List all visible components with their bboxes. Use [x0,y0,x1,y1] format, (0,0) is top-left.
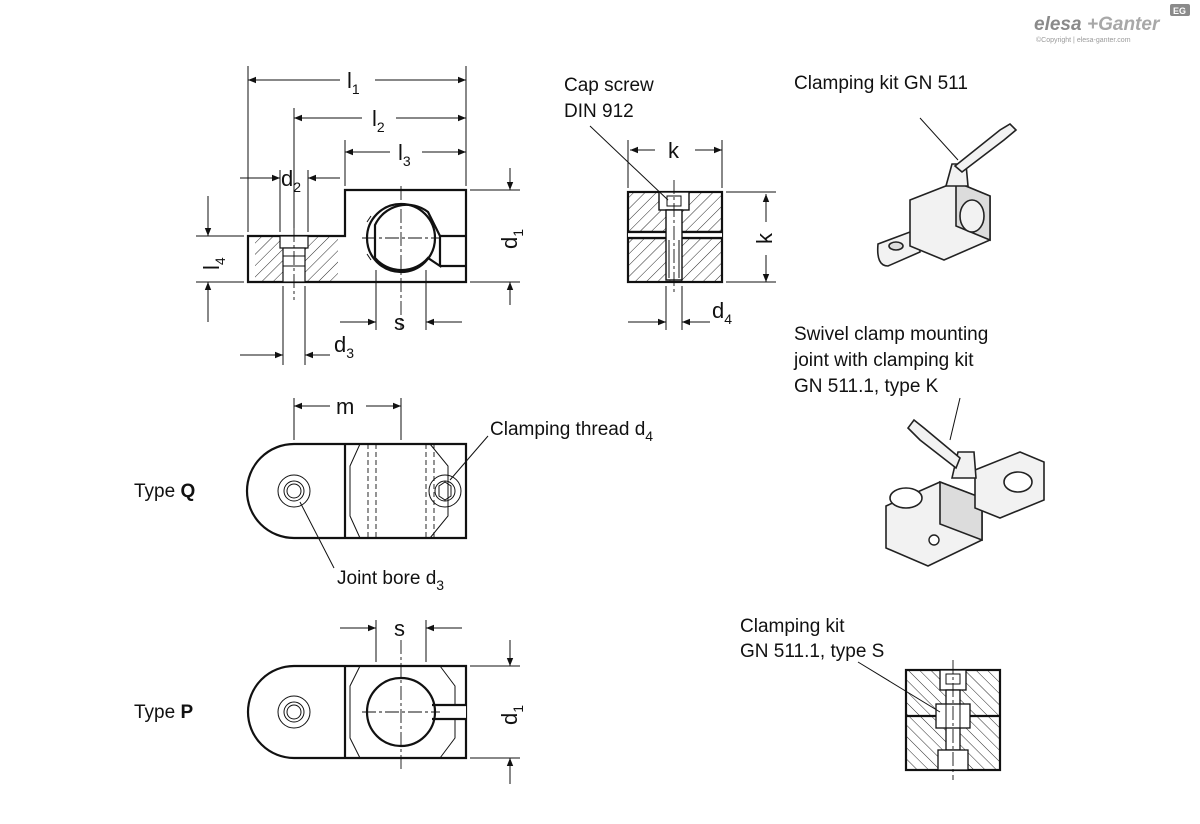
dimension-k-top: k [668,138,680,163]
svg-text:s: s [394,310,405,335]
callout-clamping-kit-gn511: Clamping kit GN 511 [794,73,968,94]
svg-text:Clamping kit GN 511: Clamping kit GN 511 [794,73,968,94]
dimension-l3: l3 [398,140,411,169]
svg-text:d4: d4 [712,298,732,327]
svg-text:Type Q: Type Q [134,481,195,502]
swivel-clamp-illustration [885,397,1045,567]
dimension-d1-front: d1 [497,229,526,249]
callout-cap-screw: Cap screw DIN 912 [564,75,654,122]
svg-text:l4: l4 [199,257,228,270]
svg-text:GN 511.1, type S: GN 511.1, type S [740,641,884,662]
svg-text:GN 511.1, type K: GN 511.1, type K [794,376,939,397]
svg-text:m: m [336,394,354,419]
type-p-view [246,620,520,784]
dimension-d1-type-p: d1 [497,705,526,725]
brand-name-ganter: +Ganter [1087,14,1161,35]
svg-text:l2: l2 [372,106,385,135]
svg-text:l1: l1 [347,68,360,97]
type-q-view [245,398,489,569]
svg-text:Swivel clamp mounting: Swivel clamp mounting [794,324,988,345]
svg-text:Cap screw: Cap screw [564,75,654,96]
brand-badge [1170,4,1190,16]
svg-text:d3: d3 [334,332,354,361]
dimension-l1: l1 [347,68,360,97]
svg-text:joint with clamping kit: joint with clamping kit [793,350,974,371]
dimension-d3: d3 [334,332,354,361]
side-section-view [589,125,776,330]
svg-text:d1: d1 [497,705,526,725]
dimension-d4: d4 [712,298,732,327]
svg-text:DIN 912: DIN 912 [564,101,634,122]
svg-text:Clamping thread d4: Clamping thread d4 [490,419,653,444]
svg-text:k: k [752,232,777,244]
brand-logo: elesa +Ganter EG ©Copyright | elesa-gant… [1034,4,1190,44]
clamping-kit-type-s-section [857,660,1002,780]
callout-joint-bore: Joint bore d3 [337,568,444,593]
dimension-m: m [336,394,354,419]
dimension-d2: d2 [281,166,301,195]
dimension-k-side: k [752,232,777,244]
svg-text:Clamping kit: Clamping kit [740,616,845,637]
callout-clamping-kit-type-s: Clamping kit GN 511.1, type S [740,616,884,662]
callout-clamping-thread: Clamping thread d4 [490,419,653,444]
brand-badge-text: EG [1173,6,1186,16]
brand-copyright: ©Copyright | elesa-ganter.com [1036,36,1131,44]
svg-text:k: k [668,138,680,163]
callout-swivel-clamp: Swivel clamp mounting joint with clampin… [793,324,988,397]
svg-text:l3: l3 [398,140,411,169]
type-p-label: Type P [134,702,193,723]
svg-text:Joint bore d3: Joint bore d3 [337,568,444,593]
dimension-s-type-p: s [394,616,405,641]
dimension-l2: l2 [372,106,385,135]
type-q-label: Type Q [134,481,195,502]
dimension-l4: l4 [199,257,228,270]
svg-text:d1: d1 [497,229,526,249]
dimension-s-front: s [394,310,405,335]
svg-text:Type P: Type P [134,702,193,723]
clamping-kit-gn511-illustration [876,117,1018,267]
brand-name-elesa: elesa [1034,14,1082,35]
svg-text:s: s [394,616,405,641]
front-view [196,66,520,365]
svg-text:d2: d2 [281,166,301,195]
